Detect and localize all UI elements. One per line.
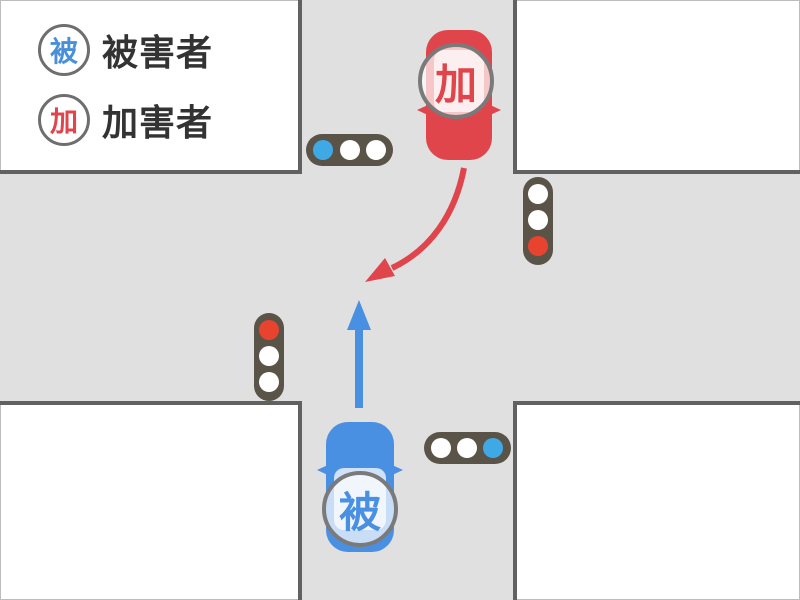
offender-path-arrow [365,167,467,282]
victim-legend-label: 被害者 [102,33,214,74]
traffic-signal-bottom-left [254,313,284,401]
legend: 被 被害者 加 加害者 [38,24,214,165]
offender-badge: 加 [418,43,494,119]
victim-legend-badge: 被 [38,24,90,76]
traffic-signal-top-left [306,134,393,166]
victim-path-arrow [347,300,371,408]
offender-legend-badge: 加 [38,94,90,146]
victim-badge: 被 [322,471,398,547]
offender-legend-label: 加害者 [102,103,214,144]
legend-item-offender: 加 加害者 [38,94,214,146]
traffic-signal-bottom-right [424,432,511,464]
legend-item-victim: 被 被害者 [38,24,214,76]
traffic-signal-top-right [523,177,553,265]
east-west-road [0,172,800,403]
